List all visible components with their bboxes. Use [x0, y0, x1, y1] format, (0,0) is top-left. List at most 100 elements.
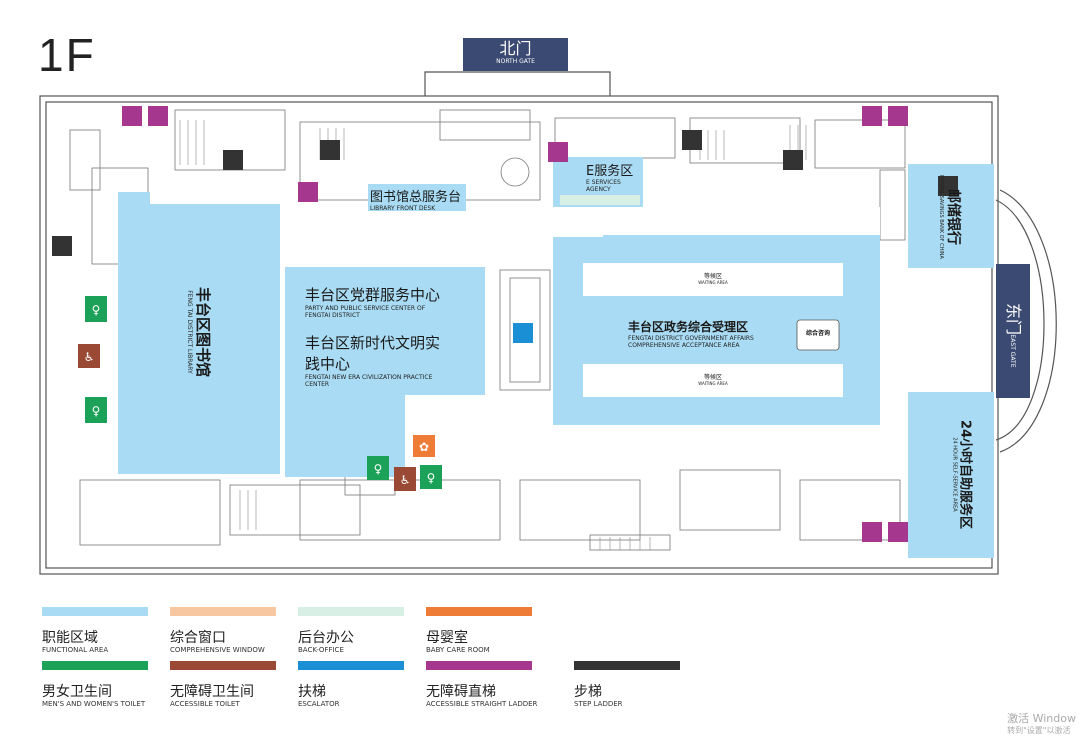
- waiting-top-en: WAITING AREA: [698, 280, 728, 285]
- library-desk-en: LIBRARY FRONT DESK: [370, 205, 436, 212]
- stairs-icons[interactable]: [52, 130, 958, 256]
- toilet-icon: [367, 456, 389, 480]
- legend-swatch: [170, 607, 276, 616]
- north-gate-en: NORTH GATE: [496, 58, 535, 65]
- postal-label: 邮储银行 POSTAL SAVINGS BANK OF CHINA: [901, 175, 1001, 259]
- elevator-icon: [888, 106, 908, 126]
- legend-cn: 无障碍卫生间: [170, 684, 254, 700]
- library-area[interactable]: [118, 192, 280, 474]
- svg-text:♀: ♀: [427, 471, 436, 485]
- wheelchair-icon: [78, 344, 100, 368]
- legend-escalator: 扶梯 ESCALATOR: [298, 661, 404, 709]
- stairs-icon: [320, 140, 340, 160]
- legend-swatch: [298, 607, 404, 616]
- library-label: 丰台区图书馆 FENG TAI DISTRICT LIBRARY: [140, 287, 260, 377]
- legend-swatch: [426, 661, 532, 670]
- stairs-icon: [938, 176, 958, 196]
- civilization-en1: FENGTAI NEW ERA CIVILIZATION PRACTICE: [305, 374, 433, 381]
- legend-accessible-toilet: 无障碍卫生间 ACCESSIBLE TOILET: [170, 661, 276, 709]
- civilization-en2: CENTER: [305, 381, 330, 388]
- svg-text:♿: ♿: [84, 350, 95, 364]
- e-service-en1: E SERVICES: [586, 179, 621, 186]
- waiting-area-bottom[interactable]: [583, 364, 843, 397]
- legend-swatch: [298, 661, 404, 670]
- north-gate-cn: 北门: [499, 39, 532, 58]
- consult-label: 综合咨询: [797, 330, 839, 338]
- stairs-icon: [52, 236, 72, 256]
- postal-cn: 邮储银行: [945, 189, 961, 245]
- back-office-strip: [560, 195, 640, 205]
- activation-watermark: 激活 Window 转到"设置"以激活: [1007, 713, 1076, 737]
- legend-cn: 母婴室: [426, 630, 468, 646]
- elevator-icons[interactable]: [122, 106, 908, 542]
- party-center-label: 丰台区党群服务中心 PARTY AND PUBLIC SERVICE CENTE…: [305, 284, 440, 319]
- east-gate-en: EAST GATE: [1009, 334, 1016, 368]
- stairs-icon: [783, 150, 803, 170]
- svg-text:✿: ✿: [419, 440, 429, 454]
- waiting-area-top[interactable]: [583, 263, 843, 296]
- svg-text:♀: ♀: [92, 303, 101, 317]
- legend-swatch: [426, 607, 532, 616]
- watermark-line2: 转到"设置"以激活: [1007, 726, 1071, 735]
- legend-toilet: 男女卫生间 MEN'S AND WOMEN'S TOILET: [42, 661, 148, 709]
- legend-cn: 男女卫生间: [42, 684, 112, 700]
- waiting-top-cn: 等候区: [703, 273, 722, 280]
- postal-en: POSTAL SAVINGS BANK OF CHINA: [938, 175, 944, 259]
- elevator-icon: [862, 106, 882, 126]
- waiting-bottom-en: WAITING AREA: [698, 381, 728, 386]
- consult-cn: 综合咨询: [805, 330, 830, 337]
- legend-comprehensive-window: 综合窗口 COMPREHENSIVE WINDOW: [170, 607, 276, 655]
- east-gate-cn: 东门: [1004, 302, 1023, 336]
- library-desk-area[interactable]: [368, 184, 466, 211]
- elevator-icon: [862, 522, 882, 542]
- legend-swatch: [170, 661, 276, 670]
- library-desk-label: 图书馆总服务台 LIBRARY FRONT DESK: [370, 186, 461, 212]
- legend-back-office: 后台办公 BACK-OFFICE: [298, 607, 404, 655]
- legend-en: FUNCTIONAL AREA: [42, 646, 109, 654]
- floor-label: 1F: [38, 29, 96, 81]
- elevator-icon: [548, 142, 568, 162]
- party-center-cn: 丰台区党群服务中心: [305, 286, 441, 304]
- legend-swatch: [42, 607, 148, 616]
- svg-text:♿: ♿: [400, 473, 411, 487]
- svg-text:♀: ♀: [92, 404, 101, 418]
- baby-care-icons[interactable]: [413, 435, 435, 457]
- gov-affairs-en1: FENGTAI DISTRICT GOVERNMENT AFFAIRS: [628, 335, 754, 342]
- self-service-cn: 24小时自助服务区: [957, 419, 973, 530]
- elevator-icon: [122, 106, 142, 126]
- gov-affairs-cn: 丰台区政务综合受理区: [628, 320, 749, 334]
- consult-desk[interactable]: [796, 319, 840, 351]
- legend-cn: 无障碍直梯: [426, 684, 496, 700]
- watermark-line1: 激活 Window: [1007, 712, 1076, 725]
- civilization-cn2: 践中心: [305, 355, 351, 373]
- legend-accessible-elevator: 无障碍直梯 ACCESSIBLE STRAIGHT LADDER: [426, 661, 537, 709]
- toilet-icon: [85, 296, 107, 322]
- civilization-cn1: 丰台区新时代文明实: [305, 334, 441, 352]
- wheelchair-icon: [394, 467, 416, 491]
- legend-cn: 扶梯: [298, 684, 326, 700]
- legend-baby-care: 母婴室 BABY CARE ROOM: [426, 607, 532, 655]
- toilet-icons[interactable]: [85, 296, 442, 489]
- north-gate[interactable]: 北门 NORTH GATE: [463, 38, 568, 71]
- legend-en: STEP LADDER: [574, 700, 623, 708]
- self-service-area[interactable]: [908, 392, 994, 558]
- e-service-cn: E服务区: [586, 164, 634, 179]
- library-desk-cn: 图书馆总服务台: [370, 190, 462, 205]
- legend-en: BACK-OFFICE: [298, 646, 344, 654]
- legend-en: COMPREHENSIVE WINDOW: [170, 646, 265, 654]
- legend-cn: 后台办公: [298, 630, 354, 646]
- elevator-icon: [888, 522, 908, 542]
- accessible-toilet-icons[interactable]: [78, 344, 416, 491]
- east-gate[interactable]: 东门 EAST GATE: [996, 264, 1030, 398]
- legend-stairs: 步梯 STEP LADDER: [574, 661, 680, 709]
- legend-en: ACCESSIBLE STRAIGHT LADDER: [426, 700, 538, 708]
- legend-en: ACCESSIBLE TOILET: [170, 700, 240, 708]
- legend-cn: 步梯: [574, 684, 602, 700]
- party-center-en1: PARTY AND PUBLIC SERVICE CENTER OF: [305, 305, 426, 312]
- stairs-icon: [223, 150, 243, 170]
- gov-affairs-en2: COMPREHENSIVE ACCEPTANCE AREA: [628, 342, 740, 349]
- escalator-icon[interactable]: [513, 323, 533, 343]
- elevator-icon: [298, 182, 318, 202]
- toilet-icon: [85, 397, 107, 423]
- legend-en: BABY CARE ROOM: [426, 646, 490, 654]
